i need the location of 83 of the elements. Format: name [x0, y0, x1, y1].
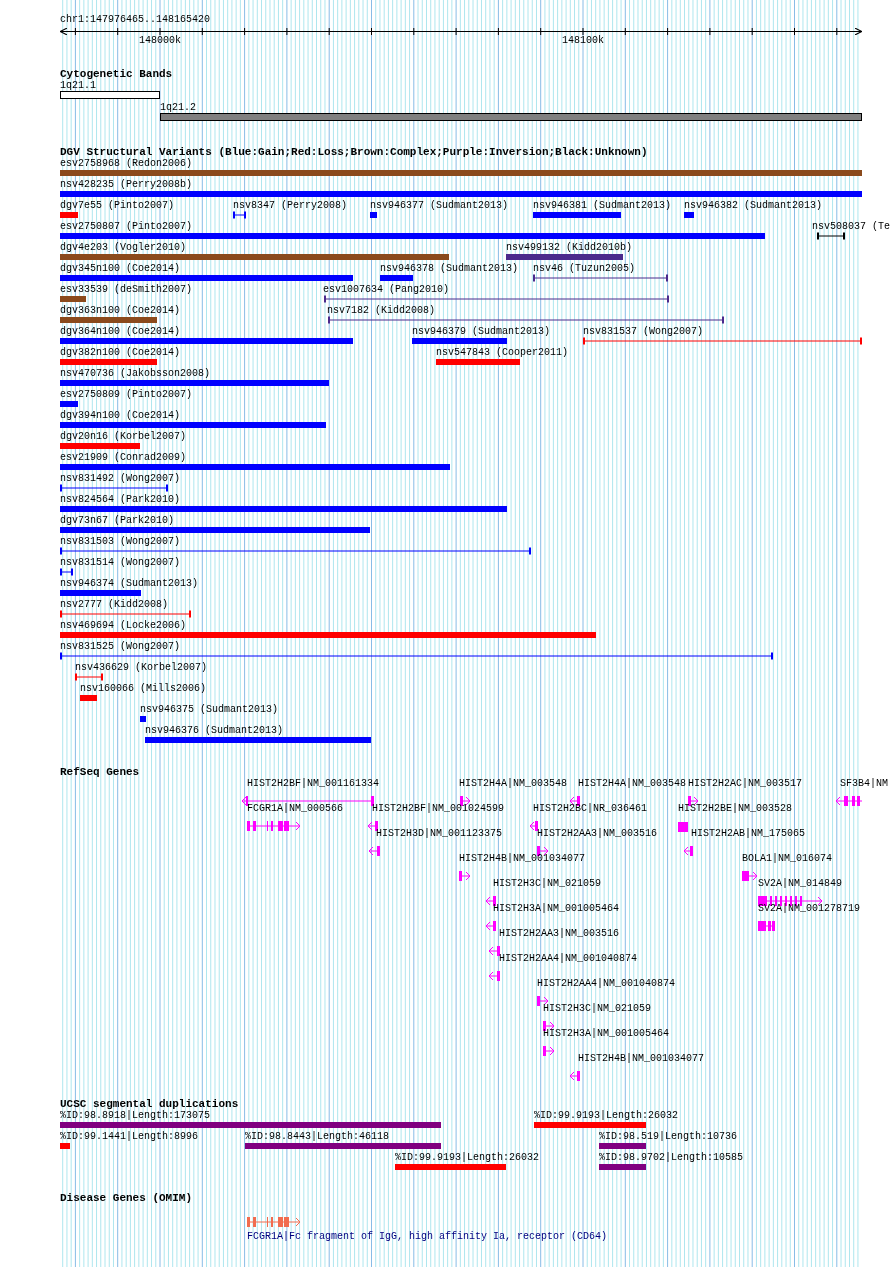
feature-label: %ID:98.8918|Length:173075 — [60, 1110, 211, 1122]
feature-label: nsv8347 (Perry2008) — [233, 200, 348, 212]
feature-label: %ID:99.9193|Length:26032 — [395, 1152, 540, 1164]
feature-label: nsv831492 (Wong2007) — [60, 473, 181, 485]
feature-label: FCGR1A|NM_000566 — [247, 803, 343, 815]
feature-label: dgv394n100 (Coe2014) — [60, 410, 181, 422]
feature-label: HIST2H2BF|NM_001024599 — [372, 803, 505, 815]
feature-label: nsv946381 (Sudmant2013) — [533, 200, 672, 212]
feature-label: esv1007634 (Pang2010) — [323, 284, 450, 296]
feature-label: nsv469694 (Locke2006) — [60, 620, 187, 632]
feature-label: nsv946379 (Sudmant2013) — [412, 326, 551, 338]
feature-label: nsv946376 (Sudmant2013) — [145, 725, 284, 737]
feature-label: SF3B4|NM — [840, 778, 888, 790]
feature-label: SV2A|NM_014849 — [758, 878, 842, 890]
track-title: DGV Structural Variants (Blue:Gain;Red:Loss;Brown:Complex;Purple:Inversion;Black:Unknown) — [60, 146, 648, 158]
feature-label: HIST2H3C|NM_021059 — [543, 1003, 652, 1015]
feature-label: 1q21.1 — [60, 80, 96, 92]
feature-label: esv2750809 (Pinto2007) — [60, 389, 193, 401]
track-title: RefSeq Genes — [60, 766, 140, 778]
feature-label: %ID:98.8443|Length:46118 — [245, 1131, 390, 1143]
feature-label: nsv470736 (Jakobsson2008) — [60, 368, 211, 380]
feature-label: nsv547843 (Cooper2011) — [436, 347, 569, 359]
feature-label: dgv364n100 (Coe2014) — [60, 326, 181, 338]
feature-label: nsv7182 (Kidd2008) — [327, 305, 436, 317]
coordinate-range: chr1:147976465..148165420 — [60, 14, 211, 26]
feature-label: HIST2H3A|NM_001005464 — [493, 903, 620, 915]
feature-label: esv2758968 (Redon2006) — [60, 158, 193, 170]
feature-label: %ID:98.9702|Length:10585 — [599, 1152, 744, 1164]
feature-label: dgv345n100 (Coe2014) — [60, 263, 181, 275]
track-title: Disease Genes (OMIM) — [60, 1192, 193, 1204]
feature-label: esv21909 (Conrad2009) — [60, 452, 187, 464]
feature-label: nsv946375 (Sudmant2013) — [140, 704, 279, 716]
feature-label: nsv946377 (Sudmant2013) — [370, 200, 509, 212]
track-title: UCSC segmental duplications — [60, 1098, 239, 1110]
feature-label: %ID:99.1441|Length:8996 — [60, 1131, 199, 1143]
scale-label: 148100k — [562, 35, 604, 47]
feature-label: nsv946382 (Sudmant2013) — [684, 200, 823, 212]
feature-label: nsv160066 (Mills2006) — [80, 683, 207, 695]
feature-label: HIST2H2BE|NM_003528 — [678, 803, 793, 815]
feature-label: HIST2H3A|NM_001005464 — [543, 1028, 670, 1040]
feature-label: nsv946378 (Sudmant2013) — [380, 263, 519, 275]
feature-label: HIST2H2BC|NR_036461 — [533, 803, 648, 815]
feature-label: HIST2H4A|NM_003548 — [578, 778, 687, 790]
feature-label: nsv831514 (Wong2007) — [60, 557, 181, 569]
feature-label: %ID:99.9193|Length:26032 — [534, 1110, 679, 1122]
feature-label: BOLA1|NM_016074 — [742, 853, 832, 865]
feature-label: HIST2H2AB|NM_175065 — [691, 828, 806, 840]
feature-label: HIST2H2AA3|NM_003516 — [499, 928, 620, 940]
feature-label: HIST2H4A|NM_003548 — [459, 778, 568, 790]
track-title: Cytogenetic Bands — [60, 68, 173, 80]
feature-label: dgv4e203 (Vogler2010) — [60, 242, 187, 254]
feature-label: nsv499132 (Kidd2010b) — [506, 242, 633, 254]
feature-label: 1q21.2 — [160, 102, 196, 114]
feature-label: nsv831537 (Wong2007) — [583, 326, 704, 338]
scale-label: 148000k — [139, 35, 181, 47]
feature-label: nsv824564 (Park2010) — [60, 494, 181, 506]
feature-label: nsv831525 (Wong2007) — [60, 641, 181, 653]
feature-label: esv33539 (deSmith2007) — [60, 284, 193, 296]
feature-label: dgv382n100 (Coe2014) — [60, 347, 181, 359]
feature-label: HIST2H3D|NM_001123375 — [376, 828, 503, 840]
feature-label: dgv363n100 (Coe2014) — [60, 305, 181, 317]
feature-label: HIST2H2AA3|NM_003516 — [537, 828, 658, 840]
feature-label: HIST2H3C|NM_021059 — [493, 878, 602, 890]
feature-label: nsv46 (Tuzun2005) — [533, 263, 636, 275]
feature-label: dgv20n16 (Korbel2007) — [60, 431, 187, 443]
feature-label: dgv7e55 (Pinto2007) — [60, 200, 175, 212]
feature-label: esv2750807 (Pinto2007) — [60, 221, 193, 233]
feature-label: %ID:98.519|Length:10736 — [599, 1131, 738, 1143]
feature-label: HIST2H2AC|NM_003517 — [688, 778, 803, 790]
feature-label: nsv428235 (Perry2008b) — [60, 179, 193, 191]
feature-label: HIST2H4B|NM_001034077 — [459, 853, 586, 865]
feature-label: nsv436629 (Korbel2007) — [75, 662, 208, 674]
feature-label: HIST2H2AA4|NM_001040874 — [537, 978, 676, 990]
disease-gene-label: FCGR1A|Fc fragment of IgG, high affinity Ia, receptor (CD64) — [247, 1231, 608, 1243]
feature-label: nsv831503 (Wong2007) — [60, 536, 181, 548]
feature-label: HIST2H4B|NM_001034077 — [578, 1053, 705, 1065]
feature-label: nsv946374 (Sudmant2013) — [60, 578, 199, 590]
feature-label: SV2A|NM_001278719 — [758, 903, 861, 915]
feature-label: nsv508037 (Te — [812, 221, 890, 233]
feature-label: nsv2777 (Kidd2008) — [60, 599, 169, 611]
feature-label: HIST2H2AA4|NM_001040874 — [499, 953, 638, 965]
feature-label: dgv73n67 (Park2010) — [60, 515, 175, 527]
feature-label: HIST2H2BF|NM_001161334 — [247, 778, 380, 790]
